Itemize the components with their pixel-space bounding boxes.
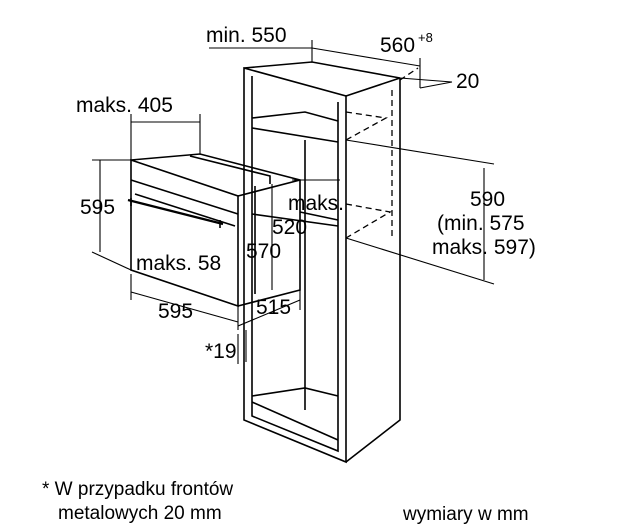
- dim-595-height: 595: [80, 196, 115, 219]
- dim-min-550: min. 550: [206, 24, 287, 47]
- dim-560: 560: [380, 34, 415, 57]
- dim-20: 20: [456, 70, 479, 93]
- dim-maks-520-line2: 520: [272, 216, 307, 239]
- dim-570: 570: [246, 240, 281, 263]
- dim-maks-405: maks. 405: [76, 94, 173, 117]
- dimension-lines: [91, 40, 495, 364]
- dim-maks-597: maks. 597): [432, 236, 536, 259]
- tall-cabinet: [243, 61, 401, 464]
- dim-590: 590: [470, 188, 505, 211]
- dim-595-width: 595: [158, 300, 193, 323]
- dimension-labels: min. 550 560 +8 20 maks. 405 595 maks. 5…: [76, 24, 536, 363]
- dim-maks-520-line1: maks.: [288, 192, 344, 215]
- footnote: * W przypadku frontów metalowych 20 mm: [42, 478, 233, 526]
- dim-min-575: (min. 575: [437, 212, 525, 235]
- dim-560-tolerance: +8: [418, 30, 433, 45]
- dim-maks-58: maks. 58: [136, 252, 221, 275]
- dim-515: 515: [256, 296, 291, 319]
- units-note: wymiary w mm: [403, 504, 529, 525]
- dim-19: *19: [205, 340, 237, 363]
- footnote-line-1: * W przypadku frontów: [42, 479, 234, 500]
- footnote-line-2: metalowych 20 mm: [58, 503, 222, 524]
- hidden-lines: [345, 67, 419, 240]
